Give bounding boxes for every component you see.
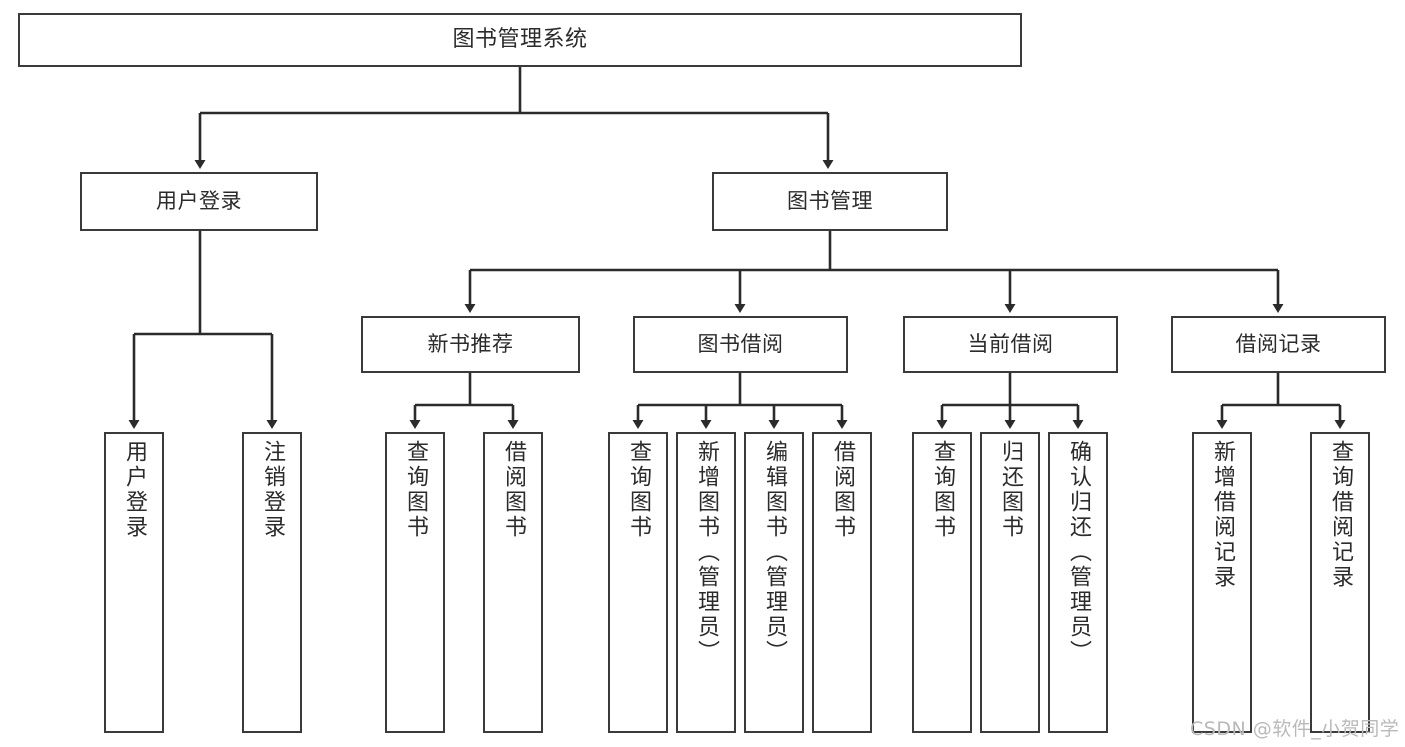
leaf-add-borrow-record[interactable]: 新增借阅记录 — [1192, 432, 1252, 733]
node-label: 编辑图书（管理员） — [762, 440, 787, 665]
node-book-management[interactable]: 图书管理 — [712, 172, 948, 231]
leaf-user-login[interactable]: 用户登录 — [104, 432, 164, 733]
node-label: 当前借阅 — [967, 332, 1054, 357]
leaf-query-book-borrow[interactable]: 查询图书 — [608, 432, 668, 733]
watermark: CSDN @软件_小贺同学 — [1190, 718, 1400, 740]
node-label: 用户登录 — [156, 189, 242, 214]
node-label: 图书管理系统 — [452, 27, 588, 53]
leaf-borrow-book[interactable]: 借阅图书 — [812, 432, 872, 733]
leaf-query-book-recommend[interactable]: 查询图书 — [385, 432, 445, 733]
node-user-login[interactable]: 用户登录 — [80, 172, 318, 231]
node-label: 新书推荐 — [427, 332, 514, 357]
leaf-confirm-return-admin[interactable]: 确认归还（管理员） — [1048, 432, 1108, 733]
node-label: 确认归还（管理员） — [1066, 440, 1091, 665]
node-label: 借阅记录 — [1235, 332, 1322, 357]
leaf-query-book-current[interactable]: 查询图书 — [912, 432, 972, 733]
node-borrow-record[interactable]: 借阅记录 — [1171, 316, 1386, 373]
leaf-borrow-book-recommend[interactable]: 借阅图书 — [483, 432, 543, 733]
node-label: 用户登录 — [122, 440, 147, 540]
leaf-add-book-admin[interactable]: 新增图书（管理员） — [676, 432, 736, 733]
node-label: 借阅图书 — [830, 440, 855, 540]
leaf-user-logout[interactable]: 注销登录 — [242, 432, 302, 733]
node-label: 注销登录 — [260, 440, 285, 540]
node-new-book-recommend[interactable]: 新书推荐 — [361, 316, 580, 373]
node-label: 查询图书 — [403, 440, 428, 540]
leaf-return-book[interactable]: 归还图书 — [980, 432, 1040, 733]
node-root-system[interactable]: 图书管理系统 — [18, 13, 1022, 67]
node-current-borrow[interactable]: 当前借阅 — [903, 316, 1118, 373]
node-label: 图书借阅 — [697, 332, 784, 357]
leaf-edit-book-admin[interactable]: 编辑图书（管理员） — [744, 432, 804, 733]
node-label: 借阅图书 — [501, 440, 526, 540]
node-label: 查询图书 — [626, 440, 651, 540]
node-label: 查询图书 — [930, 440, 955, 540]
node-book-borrow[interactable]: 图书借阅 — [633, 316, 848, 373]
node-label: 新增借阅记录 — [1210, 440, 1235, 590]
leaf-query-borrow-record[interactable]: 查询借阅记录 — [1310, 432, 1370, 733]
node-label: 新增图书（管理员） — [694, 440, 719, 665]
node-label: 查询借阅记录 — [1328, 440, 1353, 590]
node-label: 归还图书 — [998, 440, 1023, 540]
node-label: 图书管理 — [787, 189, 873, 214]
